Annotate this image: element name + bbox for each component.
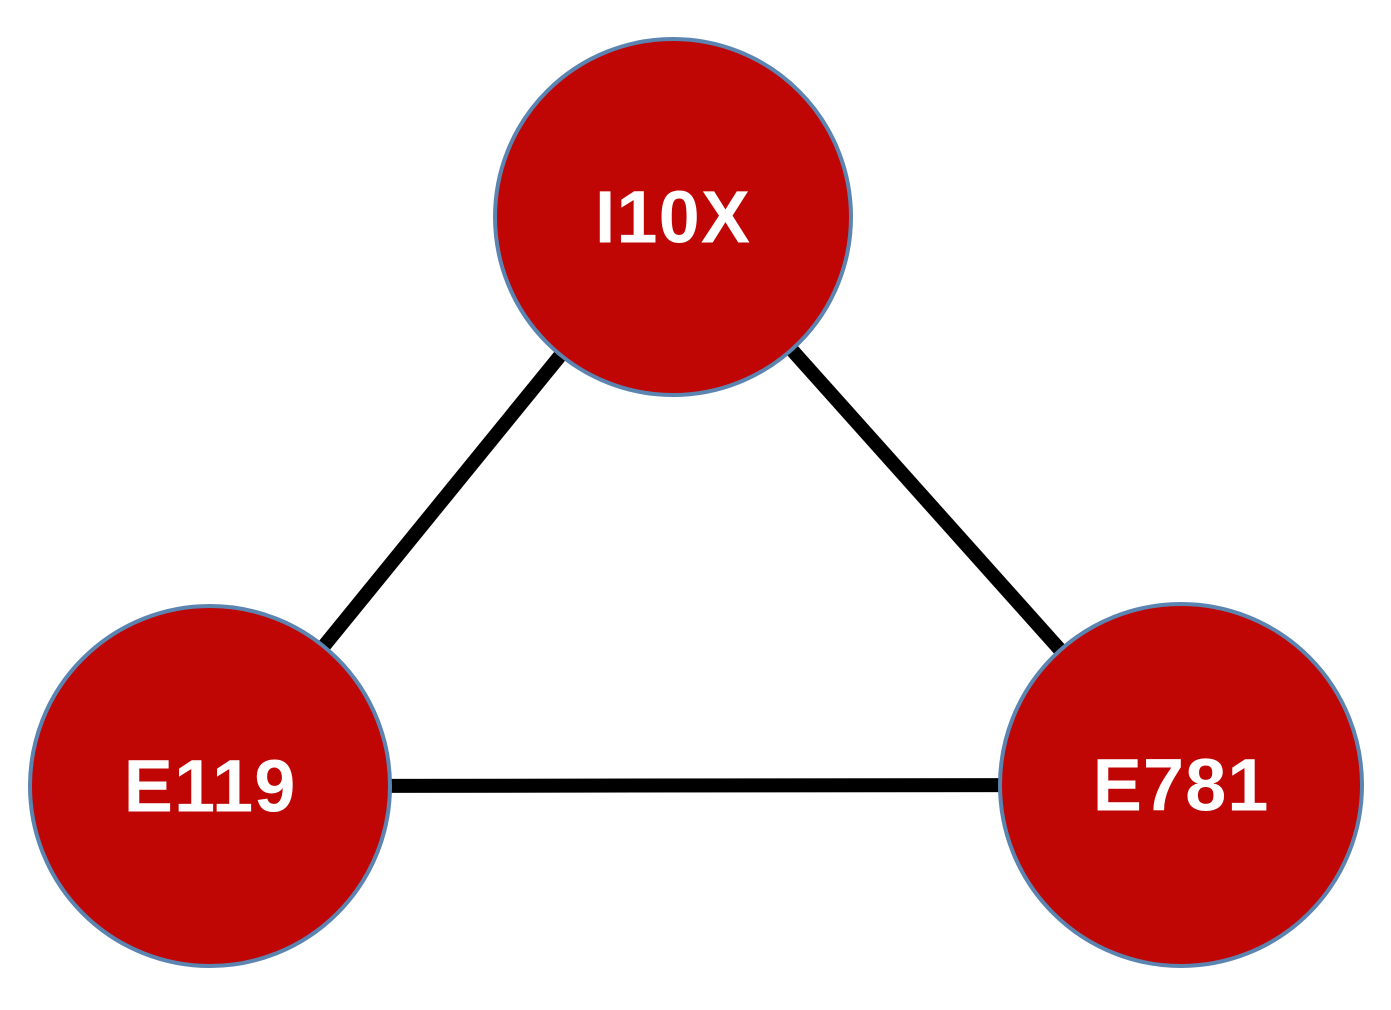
node-e781-label: E781 (1093, 744, 1270, 827)
node-i10x-label: I10X (595, 176, 751, 259)
node-e781: E781 (998, 602, 1364, 968)
node-i10x: I10X (493, 37, 853, 397)
node-i10x-circle (493, 37, 853, 397)
node-e119-label: E119 (124, 745, 297, 828)
node-e119: E119 (28, 604, 392, 968)
node-e119-circle (28, 604, 392, 968)
node-e781-circle (998, 602, 1364, 968)
